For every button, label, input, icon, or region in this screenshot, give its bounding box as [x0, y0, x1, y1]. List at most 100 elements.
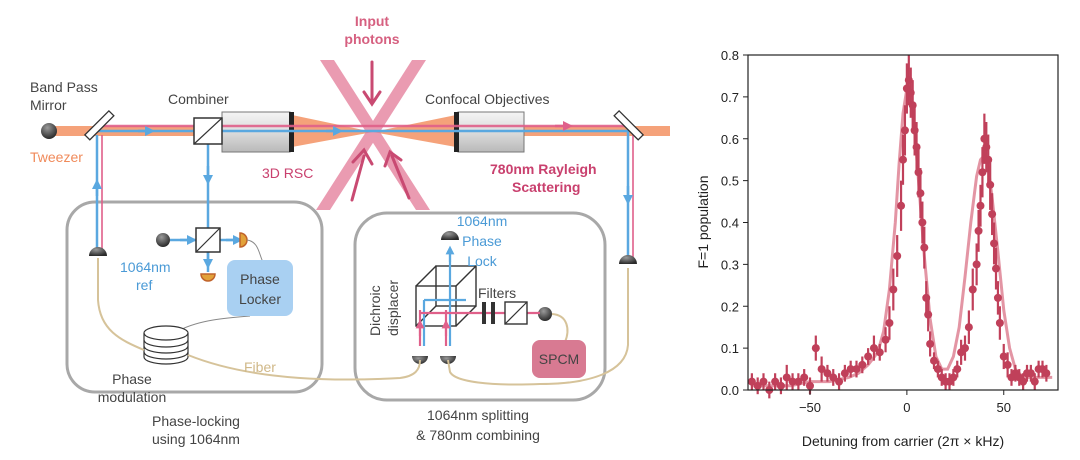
data-point — [776, 381, 785, 390]
data-point — [811, 344, 820, 353]
data-point — [916, 189, 925, 198]
fiber-spool — [143, 325, 189, 365]
y-tick-label: 0.1 — [721, 341, 739, 356]
y-tick-label: 0.2 — [721, 299, 739, 314]
data-point — [881, 335, 890, 344]
data-point — [889, 285, 898, 294]
x-tick-label: 50 — [997, 400, 1011, 415]
box1-caption-1: Phase-locking — [152, 413, 240, 429]
box2-caption-2: & 780nm combining — [416, 427, 540, 443]
spcm-box — [532, 340, 586, 378]
data-point — [771, 377, 780, 386]
data-point — [964, 323, 973, 332]
phase-lock-label-3: Lock — [467, 253, 498, 269]
detector-left — [89, 247, 107, 256]
data-point — [900, 126, 909, 135]
y-axis-ticks: 0.00.10.20.30.40.50.60.70.8 — [721, 48, 748, 398]
data-point — [759, 377, 768, 386]
data-point — [858, 360, 867, 369]
data-point — [782, 373, 791, 382]
tweezer-label: Tweezer — [30, 149, 83, 165]
splitting-combining-box — [353, 211, 607, 402]
data-point — [823, 369, 832, 378]
dichroic-label-2: displacer — [385, 280, 401, 336]
phase-lock-label-2: Phase — [462, 233, 502, 249]
data-point — [829, 373, 838, 382]
data-point — [864, 352, 873, 361]
rsc-label: 3D RSC — [262, 165, 313, 181]
filter-b — [491, 302, 495, 324]
x-tick-label: −50 — [799, 400, 821, 415]
data-point — [794, 377, 803, 386]
data-point — [974, 226, 983, 235]
beam-splitter-cube — [195, 227, 221, 253]
phase-locking-box — [65, 200, 324, 394]
data-point — [978, 168, 987, 177]
data-point — [999, 352, 1008, 361]
y-tick-label: 0.0 — [721, 383, 739, 398]
data-point — [933, 365, 942, 374]
data-point — [800, 373, 809, 382]
photodiode-bottom — [200, 273, 216, 282]
data-point — [753, 381, 762, 390]
data-point — [949, 373, 958, 382]
phase-locker-label-1: Phase — [240, 271, 280, 287]
band-pass-mirror — [41, 123, 57, 139]
data-point — [747, 377, 756, 386]
data-point — [972, 260, 981, 269]
data-point — [885, 319, 894, 327]
phase-mod-label-1: Phase — [112, 371, 152, 387]
data-point — [918, 218, 927, 227]
data-point — [893, 252, 902, 260]
phase-lock-label-1: 1064nm — [457, 213, 508, 229]
y-tick-label: 0.6 — [721, 132, 739, 147]
data-point — [897, 201, 906, 210]
detector-bs-left — [156, 233, 170, 247]
data-point — [926, 339, 935, 348]
data-point — [817, 365, 826, 374]
data-point — [953, 365, 962, 374]
data-point — [1042, 369, 1051, 378]
data-point — [1026, 369, 1035, 378]
box1-caption-2: using 1064nm — [152, 431, 240, 447]
filter-cube — [504, 301, 528, 325]
data-point — [992, 264, 1000, 273]
rayleigh-label-2: Scattering — [512, 179, 580, 195]
data-point — [1030, 377, 1039, 386]
confocal-label: Confocal Objectives — [425, 91, 550, 107]
data-point — [930, 356, 938, 365]
x-axis-label: Detuning from carrier (2π × kHz) — [802, 433, 1004, 449]
data-point — [976, 201, 985, 210]
data-point — [988, 210, 997, 219]
x-tick-label: 0 — [903, 400, 910, 415]
combiner-cube — [193, 117, 223, 145]
y-tick-label: 0.8 — [721, 48, 739, 63]
band-pass-label-2: Mirror — [30, 97, 67, 113]
band-pass-label-1: Band Pass — [30, 79, 98, 95]
data-point — [990, 239, 999, 248]
rayleigh-label-1: 780nm Rayleigh — [490, 161, 597, 177]
spcm-label: SPCM — [539, 351, 579, 367]
data-point — [968, 285, 977, 294]
data-point — [995, 319, 1004, 327]
cable-locker — [179, 315, 251, 331]
dichroic-mirror-left — [83, 109, 115, 141]
data-point — [869, 344, 878, 353]
y-tick-label: 0.4 — [721, 216, 739, 231]
data-point — [788, 377, 797, 386]
data-point — [846, 365, 855, 374]
data-point — [840, 369, 849, 378]
data-point — [806, 381, 814, 390]
input-photon-arrows — [350, 60, 411, 202]
fiber-label: Fiber — [244, 359, 276, 375]
phase-locker-box — [227, 260, 293, 316]
input-photons-label-2: photons — [344, 31, 399, 47]
data-points-layer — [747, 55, 1051, 399]
input-photons-label-1: Input — [355, 13, 390, 29]
data-point — [961, 344, 969, 353]
photodiode-right — [239, 232, 248, 248]
data-point — [852, 365, 861, 374]
optical-setup-diagram: Input photons Band Pass Mirror Combiner … — [30, 13, 670, 447]
filter-a — [482, 302, 486, 324]
